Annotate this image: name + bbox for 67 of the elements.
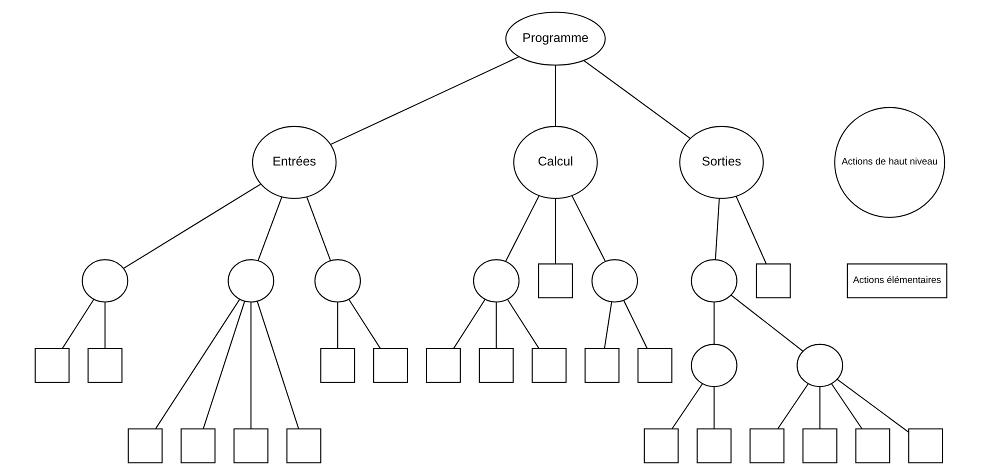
connector	[584, 60, 691, 139]
node-circle	[82, 259, 128, 303]
node-box	[88, 348, 122, 383]
connector	[730, 294, 804, 352]
connector	[554, 198, 556, 264]
node-box	[584, 348, 620, 383]
connector	[571, 195, 606, 262]
connector	[714, 302, 715, 344]
connector	[736, 196, 767, 264]
node-box	[696, 428, 732, 464]
connector	[250, 302, 252, 429]
node-box	[234, 428, 268, 464]
connector	[306, 196, 332, 261]
node-circle	[591, 259, 638, 303]
connector	[258, 196, 282, 261]
node-box	[637, 348, 672, 383]
node-ellipse: Sorties	[679, 126, 764, 199]
node-circle	[314, 259, 361, 303]
node-circle	[690, 259, 738, 303]
connector	[554, 65, 556, 126]
connector	[507, 299, 540, 349]
node-box: Actions élémentaires	[846, 263, 948, 298]
node-circle	[690, 344, 738, 388]
node-box	[34, 348, 70, 383]
node-box	[180, 428, 216, 464]
connector	[672, 384, 703, 429]
connector	[505, 195, 540, 262]
node-box	[538, 263, 573, 298]
connector	[714, 386, 715, 429]
connector	[778, 384, 809, 429]
connector	[337, 302, 338, 348]
node-box	[426, 348, 461, 383]
node-ellipse: Entrées	[252, 126, 337, 199]
connector	[714, 198, 720, 260]
node-ellipse: Calcul	[513, 126, 598, 199]
connector	[202, 301, 246, 430]
node-circle	[796, 344, 844, 388]
connector	[62, 299, 94, 349]
node-box	[320, 348, 356, 383]
node-box	[802, 428, 838, 464]
node-box	[756, 263, 791, 298]
node-box	[478, 348, 514, 383]
connector	[330, 56, 520, 145]
connector	[348, 299, 381, 349]
connector	[604, 302, 612, 349]
node-box	[532, 348, 567, 383]
node-box	[128, 428, 163, 464]
node-box	[908, 428, 944, 464]
node-circle	[473, 259, 520, 303]
node-box	[644, 428, 679, 464]
connector	[623, 300, 648, 349]
connector	[496, 302, 497, 348]
connector	[819, 386, 820, 429]
connector	[837, 379, 909, 432]
connector	[256, 301, 300, 430]
node-box	[286, 428, 322, 464]
node-circle	[228, 259, 274, 303]
connector	[155, 299, 240, 429]
connector	[831, 384, 862, 429]
node-box	[373, 348, 408, 383]
connector	[104, 302, 106, 348]
node-circle: Actions de haut niveau	[834, 106, 946, 218]
node-box	[750, 428, 784, 464]
connector	[453, 299, 486, 349]
node-ellipse: Programme	[505, 12, 606, 66]
connector	[123, 184, 261, 269]
node-box	[855, 428, 890, 464]
